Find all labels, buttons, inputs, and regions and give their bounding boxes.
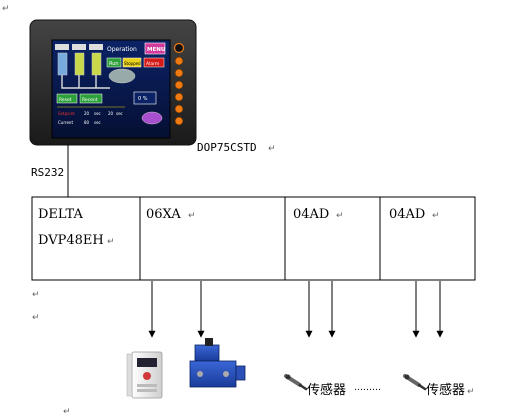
hmi-function-key (174, 80, 184, 90)
hmi-function-key (174, 104, 184, 114)
hmi-stopped-button (122, 57, 142, 68)
hmi-touch-panel: Operation MENU Run Stopped Alarm Reset R… (29, 19, 197, 146)
paragraph-mark: ↵ (32, 290, 40, 300)
hmi-stopped-label: Stopped (124, 61, 141, 66)
hmi-tank-3 (91, 52, 102, 76)
hmi-row3-unit: sec (116, 111, 123, 116)
plc-rack: DELTA DVP48EH ↵ 06XA ↵ 04AD ↵ 04AD ↵ (31, 196, 476, 281)
hmi-row2-value: 80 (84, 120, 90, 125)
paragraph-mark: ↵ (188, 211, 196, 221)
paragraph-mark: ↵ (432, 211, 440, 221)
hmi-pipe (61, 75, 110, 89)
module-cpu-line1: DELTA (38, 207, 83, 222)
module-06xa-label: 06XA (146, 207, 181, 222)
sensor-probe-2 (403, 374, 427, 391)
sensor-label-1: 传感器 (307, 382, 346, 398)
hmi-mode-label: Reset (59, 97, 72, 103)
ac-drive-device (126, 351, 163, 399)
hmi-row1-label: Setpoint (58, 111, 75, 116)
hmi-tank-1 (57, 52, 68, 76)
hmi-tab-2 (72, 44, 86, 50)
rack-frame (31, 196, 476, 281)
paragraph-mark: ↵ (2, 4, 10, 14)
paragraph-mark: ↵ (32, 313, 40, 323)
hmi-model-label: DOP75CSTD (197, 141, 257, 154)
hmi-alarm-label: Alarm (146, 61, 159, 67)
hmi-menu-button (144, 42, 166, 55)
hmi-run-button (106, 57, 122, 68)
rs232-label: RS232 (31, 166, 64, 179)
paragraph-mark: ↵ (63, 407, 71, 417)
module-04ad-2-label: 04AD (389, 207, 425, 222)
hmi-screen-title: Operation (107, 46, 137, 53)
hmi-function-key (174, 116, 184, 126)
hmi-menu-label: MENU (147, 47, 165, 53)
paragraph-mark: ↵ (467, 387, 475, 397)
hmi-function-key (174, 68, 184, 78)
sensor-label-2: 传感器 (426, 382, 465, 398)
sensor-probe-1 (284, 374, 308, 391)
hmi-function-key (174, 56, 184, 66)
signal-arrows (148, 281, 444, 338)
paragraph-mark: ↵ (336, 211, 344, 221)
hmi-row1-unit: sec (94, 111, 101, 116)
hmi-row1-value: 20 (84, 111, 90, 116)
module-04ad-1-label: 04AD (293, 207, 329, 222)
module-cpu-line2: DVP48EH (38, 233, 104, 248)
hmi-row2-label: Current (58, 120, 73, 125)
hmi-pump (141, 111, 163, 125)
hmi-mode-button (56, 93, 78, 104)
sensor-connector-dots: ……… (354, 383, 381, 393)
hmi-tab-1 (55, 44, 69, 50)
hmi-function-key (174, 92, 184, 102)
hmi-recent-button (79, 93, 103, 104)
hmi-speed-box (133, 91, 157, 105)
hmi-row3-value: 20 (108, 111, 114, 116)
paragraph-mark: ↵ (268, 144, 276, 154)
hmi-mixer (108, 68, 136, 84)
hmi-speed-value: 0 % (138, 96, 148, 102)
hmi-alarm-button (143, 57, 165, 68)
hmi-row2-unit: sec (94, 120, 101, 125)
hydraulic-valve-device (189, 338, 246, 388)
hmi-tab-3 (89, 44, 103, 50)
hmi-tank-2 (74, 52, 85, 76)
hmi-run-label: Run (109, 61, 119, 67)
hmi-power-key (173, 42, 185, 54)
paragraph-mark: ↵ (107, 237, 115, 247)
hmi-recent-label: Recent (82, 97, 98, 103)
